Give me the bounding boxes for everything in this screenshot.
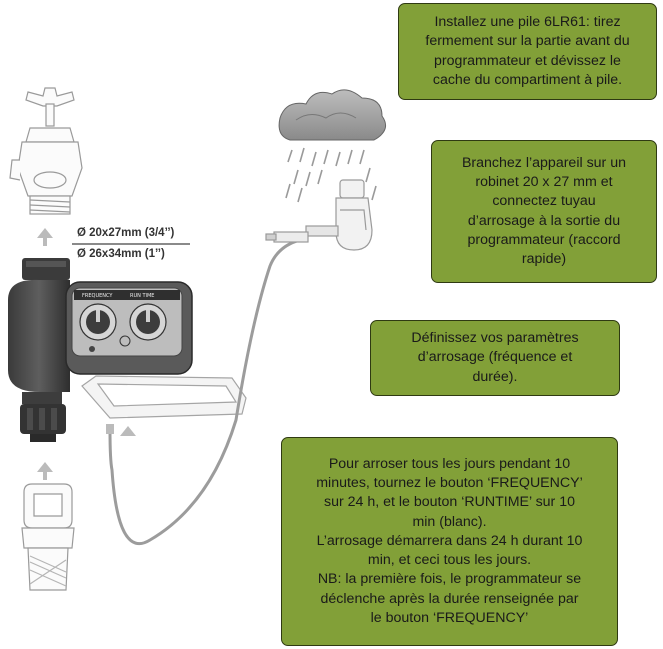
knob-right-label: RUN TIME	[130, 293, 154, 299]
callout-settings: Définissez vos paramètres d’arrosage (fr…	[370, 320, 620, 396]
hose-connector	[21, 483, 75, 591]
callout-battery-text: Installez une pile 6LR61: tirez fermemen…	[425, 14, 630, 88]
sensor-tray	[81, 375, 247, 419]
runtime-knob[interactable]	[129, 303, 167, 341]
frequency-knob[interactable]	[79, 303, 117, 341]
arrow-up-icon	[37, 228, 53, 246]
faucet	[9, 87, 83, 215]
callout-settings-text: Définissez vos paramètres d’arrosage (fr…	[411, 330, 579, 385]
water-timer: FREQUENCY RUN TIME	[8, 258, 193, 442]
rain-cloud-icon	[278, 89, 387, 203]
sensor-cable	[108, 238, 301, 546]
thread-size-small: Ø 20x27mm (3/4’’)	[77, 227, 175, 239]
callout-connect-text: Branchez l’appareil sur un robinet 20 x …	[461, 154, 627, 267]
callout-example-text: Pour arroser tous les jours pendant 10 m…	[316, 456, 583, 626]
rain-sensor	[265, 179, 373, 251]
arrow-up-icon	[37, 462, 53, 480]
arrow-up-icon	[120, 426, 136, 436]
callout-example: Pour arroser tous les jours pendant 10 m…	[281, 437, 618, 646]
callout-battery: Installez une pile 6LR61: tirez fermemen…	[398, 3, 657, 100]
knob-left-label: FREQUENCY	[82, 293, 113, 299]
callout-connect: Branchez l’appareil sur un robinet 20 x …	[431, 140, 657, 283]
thread-size-large: Ø 26x34mm (1’’)	[77, 248, 165, 260]
